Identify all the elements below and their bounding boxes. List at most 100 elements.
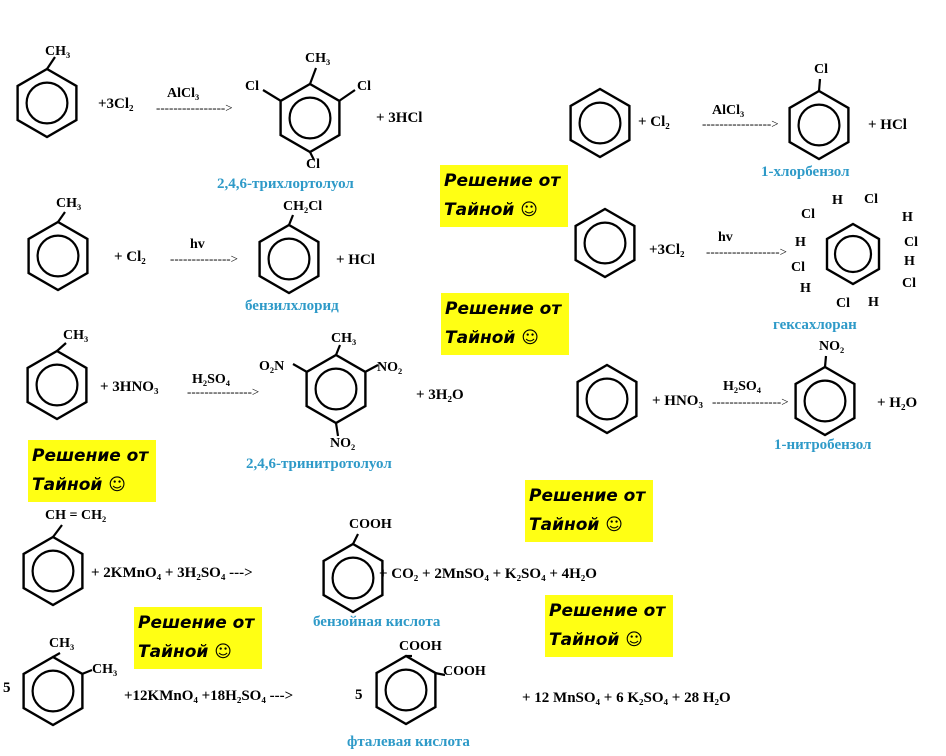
benzene-ring [22, 655, 84, 727]
r6-sub-top: NO₂ [819, 339, 845, 354]
bond-line [56, 342, 67, 352]
r6-condition: H₂SO₄ [723, 379, 761, 394]
r1-ch3: CH₃ [45, 44, 71, 59]
r3-reagent: + Cl₂ [114, 249, 146, 265]
benzene-ring [794, 365, 856, 437]
r3-product-name: бензилхлорид [245, 298, 339, 314]
benzene-ring [322, 542, 384, 614]
hexa-label: H [795, 235, 806, 250]
benzene-ring [569, 87, 631, 159]
hexa-label: Cl [864, 192, 878, 207]
hexa-label: H [902, 210, 913, 225]
r4-product-name: гексахлоран [773, 317, 857, 333]
r1-condition: AlCl₃ [167, 86, 200, 101]
r3-sub-top: CH₂Cl [283, 199, 323, 214]
bond-line [817, 78, 822, 92]
r1-arrow: ----------------> [156, 100, 233, 115]
watermark-line2: Тайной ☺ [32, 475, 126, 495]
bond-line [352, 533, 359, 545]
r7-vinyl: CH = CH₂ [45, 508, 107, 523]
benzene-ring [576, 363, 638, 435]
r5-product-name: 2,4,6-тринитротолуол [246, 456, 392, 472]
r6-reagent: + HNO₃ [652, 393, 703, 409]
watermark-line2: Тайной ☺ [444, 200, 538, 220]
benzene-ring [279, 82, 341, 154]
watermark-line1: Решение от [32, 446, 149, 466]
r8-coef2: 5 [355, 687, 363, 703]
r3-byproduct: + HCl [336, 252, 375, 268]
r8-ch3-b: CH₃ [92, 662, 118, 677]
r8-sub-top: COOH [399, 639, 442, 654]
r5-byproduct: + 3H₂O [416, 387, 464, 403]
hexa-label: H [800, 281, 811, 296]
bond-line [334, 344, 342, 356]
bond-line [338, 89, 356, 102]
r6-arrow: ----------------> [712, 394, 789, 409]
watermark-line1: Решение от [445, 299, 562, 319]
r2-condition: AlCl₃ [712, 103, 745, 118]
bond-line [292, 363, 308, 373]
r1-sub-right: Cl [357, 79, 371, 94]
watermark-line2: Тайной ☺ [138, 642, 232, 662]
bond-line [434, 671, 446, 677]
hexa-label: Cl [836, 296, 850, 311]
r8-sub-right: COOH [443, 664, 486, 679]
bond-line [262, 89, 282, 102]
benzene-ring [574, 207, 636, 279]
bond-line [81, 668, 93, 676]
watermark-line2: Тайной ☺ [529, 515, 623, 535]
r8-coef1: 5 [3, 680, 11, 696]
r4-reagent: +3Cl₂ [649, 242, 685, 258]
hexa-label: Cl [791, 260, 805, 275]
watermark-line2: Тайной ☺ [445, 328, 539, 348]
watermark-line1: Решение от [138, 613, 255, 633]
r3-condition: hv [190, 237, 205, 252]
r5-arrow: ---------------> [187, 384, 260, 399]
r5-condition: H₂SO₄ [192, 372, 230, 387]
r3-ch3: CH₃ [56, 196, 82, 211]
r6-product-name: 1-нитробензол [774, 437, 872, 453]
benzene-ring [825, 222, 881, 286]
r2-arrow: ----------------> [702, 116, 779, 131]
benzene-ring [305, 353, 367, 425]
r2-byproduct: + HCl [868, 117, 907, 133]
hexa-label: Cl [904, 235, 918, 250]
bond-line [334, 422, 340, 437]
watermark: Решение от Тайной ☺ [28, 440, 156, 502]
r5-reagent: + 3HNO₃ [100, 379, 159, 395]
r6-byproduct: + H₂O [877, 395, 918, 411]
r8-ch3-a: CH₃ [49, 636, 75, 651]
r2-sub-top: Cl [814, 62, 828, 77]
r5-sub-top: CH₃ [331, 331, 357, 346]
r1-byproduct: + 3HCl [376, 110, 423, 126]
hexa-label: H [832, 193, 843, 208]
r4-condition: hv [718, 230, 733, 245]
benzene-ring [22, 535, 84, 607]
r4-arrow: -----------------> [706, 244, 787, 259]
bond-line [52, 524, 63, 538]
watermark: Решение от Тайной ☺ [134, 607, 262, 669]
r2-reagent: + Cl₂ [638, 114, 670, 130]
watermark: Решение от Тайной ☺ [441, 293, 569, 355]
benzene-ring [788, 89, 850, 161]
bond-line [57, 211, 66, 223]
r7-byproduct: + CO₂ + 2MnSO₄ + K₂SO₄ + 4H₂O [379, 566, 597, 582]
bond-line [364, 364, 379, 373]
benzene-ring [258, 223, 320, 295]
r7-sub-top: COOH [349, 517, 392, 532]
watermark-line1: Решение от [549, 601, 666, 621]
bond-line [309, 151, 315, 161]
benzene-ring [375, 654, 437, 726]
r5-sub-right: NO₂ [377, 360, 403, 375]
benzene-ring [27, 220, 89, 292]
r1-sub-bottom: Cl [306, 157, 320, 172]
r1-reagent: +3Cl₂ [98, 96, 134, 112]
r5-ch3: CH₃ [63, 328, 89, 343]
r1-sub-left: Cl [245, 79, 259, 94]
hexa-label: H [868, 295, 879, 310]
r7-product-name: бензойная кислота [313, 614, 441, 630]
